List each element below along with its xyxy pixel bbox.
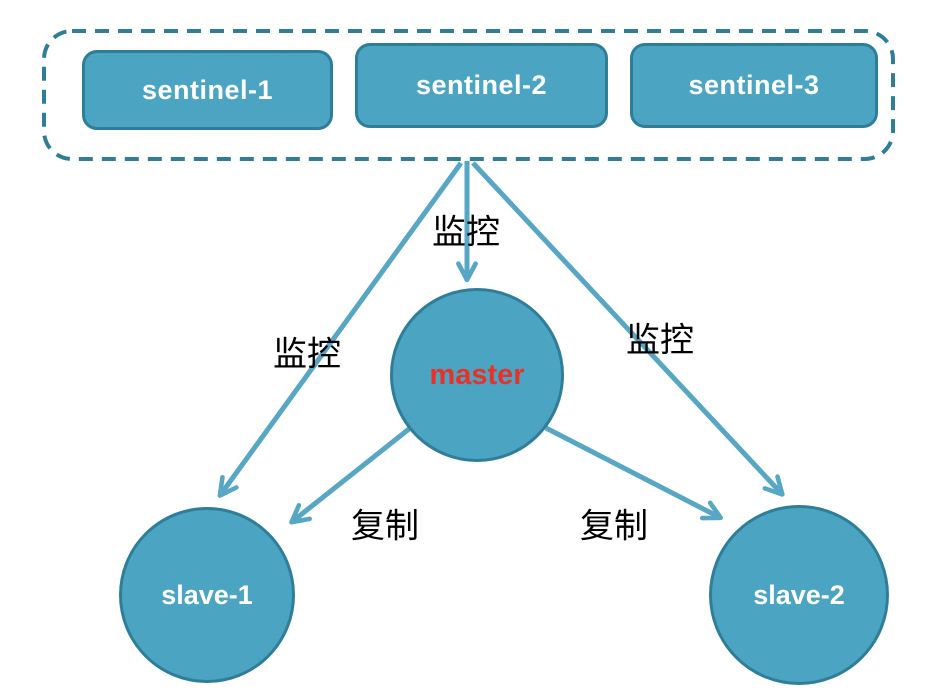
node-master: master <box>390 288 564 462</box>
sentinel-group-border <box>42 29 895 161</box>
node-sentinel-3: sentinel-3 <box>630 43 878 128</box>
label-monitor-master: 监控 <box>432 214 500 252</box>
label-monitor-slave-1: 监控 <box>273 336 341 374</box>
label-monitor-slave-2: 监控 <box>626 322 694 360</box>
edge-monitor-slave-2 <box>471 161 785 497</box>
node-slave-2: slave-2 <box>709 505 889 685</box>
label-replicate-slave-1: 复制 <box>351 508 419 546</box>
node-sentinel-1: sentinel-1 <box>82 50 333 130</box>
sentinel-3-label: sentinel-3 <box>688 70 820 100</box>
slave-2-label: slave-2 <box>753 579 845 610</box>
edge-monitor-slave-1 <box>217 161 464 498</box>
edge-replicate-slave-1 <box>289 427 411 525</box>
edge-replicate-slave-2 <box>544 425 724 521</box>
node-sentinel-2: sentinel-2 <box>355 43 608 128</box>
sentinel-1-label: sentinel-1 <box>141 74 274 105</box>
node-slave-1: slave-1 <box>119 507 295 683</box>
sentinel-2-label: sentinel-2 <box>415 70 548 100</box>
slave-1-label: slave-1 <box>161 579 253 610</box>
master-label: master <box>429 358 525 391</box>
label-replicate-slave-2: 复制 <box>580 508 648 546</box>
